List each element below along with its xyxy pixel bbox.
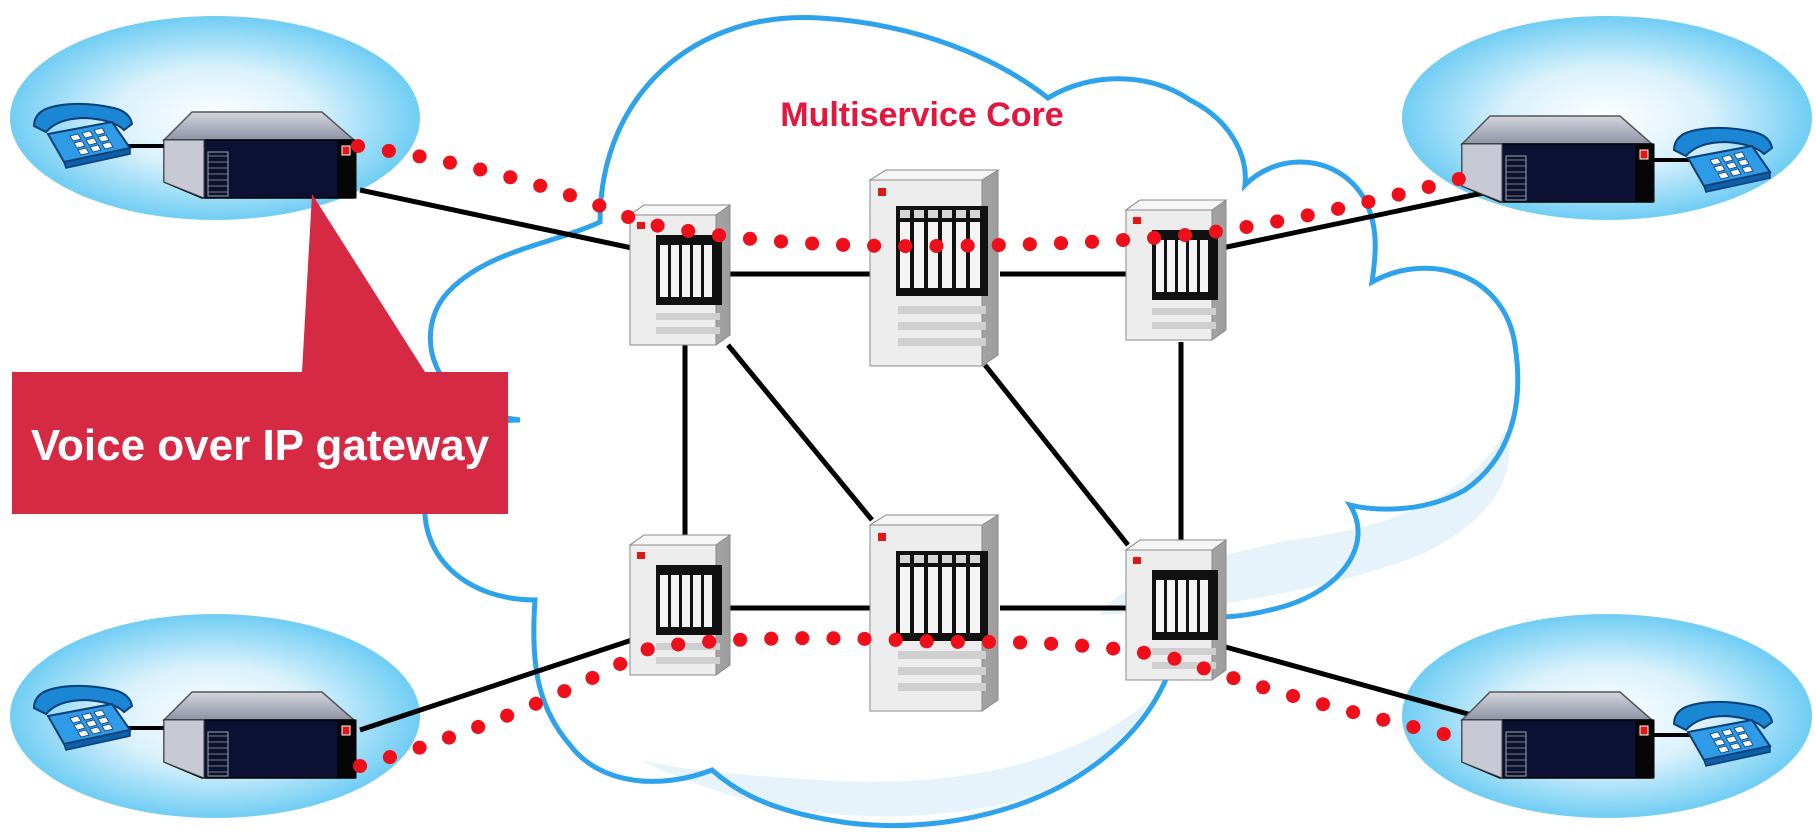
callout-pointer [302,194,425,372]
core-switch-icon-bottom-center [869,514,999,712]
link-tr-gateway-to-core [1221,187,1498,251]
link-tl-gateway-to-core [359,187,633,251]
multiservice-core-cloud [422,14,1521,829]
core-switch-icon-top-right [1125,199,1227,341]
link-tl-bc [726,343,874,522]
core-switch-icon-top-left [629,204,731,346]
voip-gateway-callout: Voice over IP gateway [12,194,508,514]
voip-gateway-icon-bottom-left [163,691,357,779]
voip-gateway-icon-top-right [1461,115,1655,203]
network-links [359,187,1498,733]
voip-gateway-icon-bottom-right [1461,691,1655,779]
link-br-gateway-to-core [1221,643,1498,725]
cloud-shadow [640,430,1510,817]
callout-label: Voice over IP gateway [31,421,490,470]
voice-path-top [351,139,1477,254]
callout-box [12,372,508,514]
voice-path-bottom [353,631,1477,773]
voip-gateway-icon-top-left [163,111,357,199]
core-title: Multiservice Core [780,96,1063,134]
link-bl-gateway-to-core [359,637,633,733]
link-tc-br [983,363,1130,547]
core-switch-icon-top-center [869,169,999,367]
voice-paths [351,139,1477,773]
